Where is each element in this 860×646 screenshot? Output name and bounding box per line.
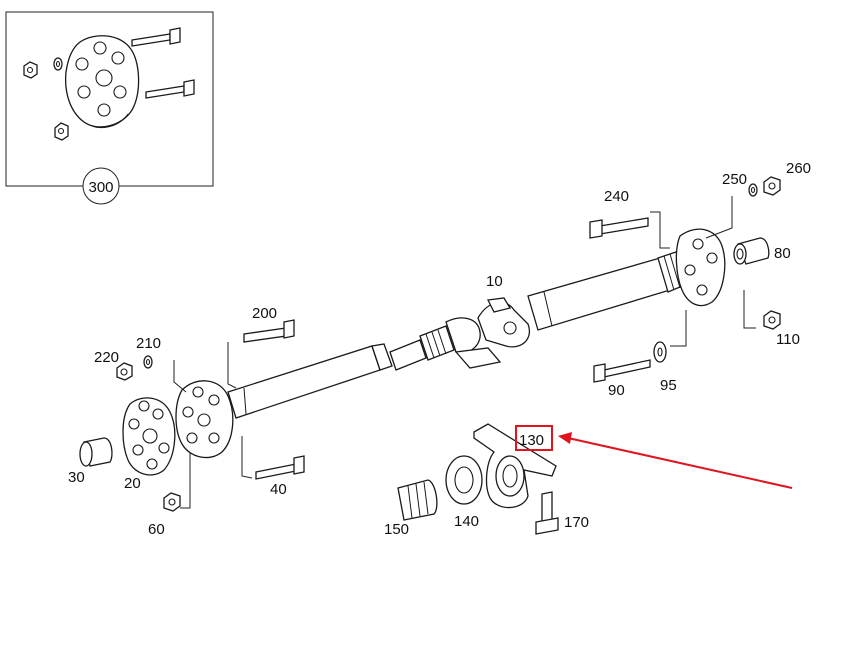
- label-40: 40: [270, 481, 287, 498]
- label-110: 110: [776, 331, 800, 348]
- bolt-170: [535, 491, 559, 535]
- label-300: 300: [88, 179, 113, 196]
- rear-flex-disc: [675, 228, 726, 307]
- label-220: 220: [94, 349, 119, 366]
- callout-circle-300: [82, 167, 120, 205]
- inset-bolt-lower: [145, 79, 195, 99]
- label-130: 130: [519, 432, 544, 449]
- nut-220: [116, 362, 133, 381]
- nut-260: [763, 176, 781, 196]
- boot-150: [397, 479, 438, 521]
- propshaft-10: [227, 249, 693, 419]
- label-90: 90: [608, 382, 625, 399]
- flex-disc-20: [122, 397, 176, 476]
- label-95: 95: [660, 377, 677, 394]
- label-150: 150: [384, 521, 409, 538]
- label-30: 30: [68, 469, 85, 486]
- label-60: 60: [148, 521, 165, 538]
- label-240: 240: [604, 188, 629, 205]
- bolt-200: [243, 319, 295, 343]
- label-10: 10: [486, 273, 503, 290]
- center-bearing-130: [473, 423, 557, 509]
- highlight-130: [515, 425, 793, 489]
- label-20: 20: [124, 475, 141, 492]
- bushing-80: [733, 237, 770, 265]
- label-140: 140: [454, 513, 479, 530]
- label-80: 80: [774, 245, 791, 262]
- inset-box-300: 300: [5, 11, 214, 205]
- inset-washer-left: [53, 57, 63, 71]
- leader-lines: [173, 196, 756, 509]
- nut-110: [763, 310, 781, 330]
- nut-60: [163, 492, 181, 512]
- label-260: 260: [786, 160, 811, 177]
- inset-nut-left: [23, 61, 38, 79]
- bolt-40: [255, 455, 305, 480]
- part-labels: 240 250 260 80 10 110 200 210 220 90 95 …: [68, 160, 811, 538]
- washer-250: [748, 183, 758, 197]
- bolt-240: [589, 217, 649, 239]
- label-210: 210: [136, 335, 161, 352]
- label-170: 170: [564, 514, 589, 531]
- label-200: 200: [252, 305, 277, 322]
- bolt-90: [593, 359, 651, 383]
- washer-95: [653, 341, 667, 363]
- washer-210: [143, 355, 153, 369]
- bearing-140: [445, 455, 483, 505]
- bushing-30: [79, 437, 113, 467]
- label-250: 250: [722, 171, 747, 188]
- inset-flex-disc: [64, 35, 140, 129]
- inset-bolt-upper: [131, 27, 181, 47]
- front-flex-disc-shaft: [175, 380, 234, 459]
- inset-nut-bottom: [54, 122, 69, 141]
